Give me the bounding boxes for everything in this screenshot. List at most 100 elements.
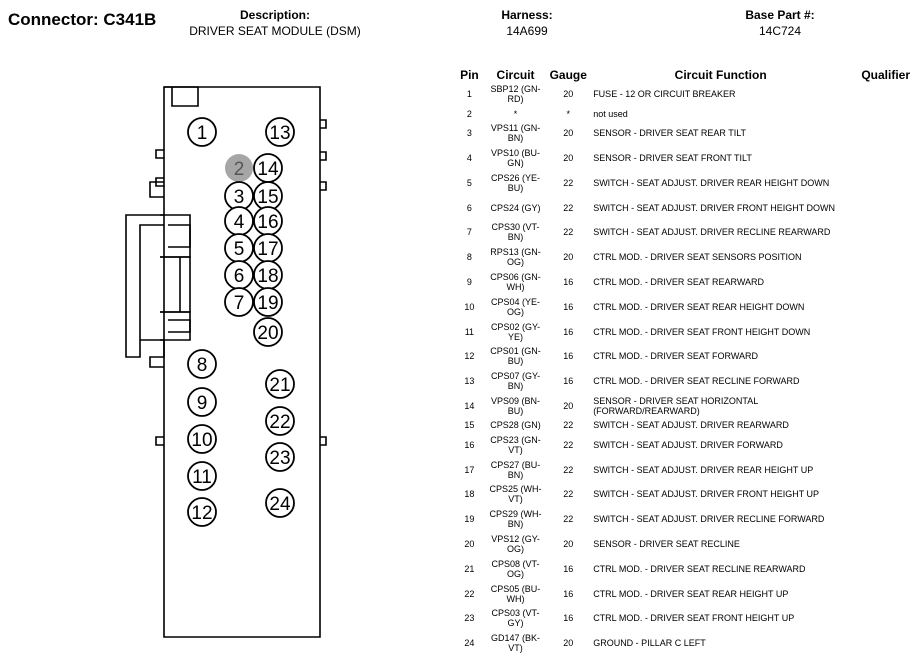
- pin-circle: [225, 154, 253, 182]
- function-cell: CTRL MOD. - DRIVER SEAT RECLINE FORWARD: [593, 376, 800, 387]
- circuit-cell: CPS28 (GN): [490, 420, 541, 431]
- pin-cavity-1: 1: [187, 117, 217, 147]
- circuit-cell: CPS24 (GY): [490, 202, 541, 213]
- gauge-cell: 22: [563, 439, 574, 450]
- description-label: Description:: [239, 8, 310, 22]
- circuit-cell: CPS06 (GN-WH): [490, 271, 541, 292]
- pin-number-label: 3: [234, 187, 245, 208]
- function-cell: CTRL MOD. - DRIVER SEAT FORWARD: [593, 351, 759, 362]
- circuit-cell: CPS02 (GY-YE): [490, 321, 541, 342]
- function-cell: SWITCH - SEAT ADJUST. DRIVER REAR HEIGHT…: [593, 464, 814, 475]
- gauge-cell: 22: [563, 514, 574, 525]
- pin-cavity-7: 7: [224, 287, 254, 317]
- qualifier-cell: [852, 581, 910, 606]
- pin-cell: 4: [466, 152, 472, 163]
- circuit-cell: CPS04 (YE-OG): [491, 296, 541, 317]
- harness-label: Harness:: [501, 8, 553, 22]
- qualifier-cell: [852, 369, 910, 394]
- gauge-cell: 20: [563, 400, 574, 411]
- header-pin: Pin: [460, 68, 479, 82]
- gauge-cell: *: [566, 108, 570, 119]
- pin-number-label: 19: [257, 293, 278, 314]
- pin-number-label: 11: [192, 467, 212, 488]
- qualifier-cell: [852, 294, 910, 319]
- pin-cavity-23: 23: [265, 442, 295, 472]
- pin-cavity-3: 3: [224, 181, 254, 211]
- pin-number-label: 21: [269, 375, 290, 396]
- function-cell: SWITCH - SEAT ADJUST. DRIVER REAR HEIGHT…: [593, 177, 830, 188]
- gauge-cell: 16: [563, 351, 574, 362]
- circuit-cell: SBP12 (GN-RD): [490, 84, 541, 105]
- function-cell: SENSOR - DRIVER SEAT RECLINE: [593, 538, 740, 549]
- pin-number-label: 16: [257, 212, 278, 233]
- pin-number-label: 24: [269, 494, 291, 515]
- pin-cell: 24: [464, 638, 475, 649]
- pin-number-label: 8: [197, 355, 208, 376]
- pin-cell: 10: [464, 301, 475, 312]
- pin-number-label: 15: [257, 187, 278, 208]
- function-cell: SWITCH - SEAT ADJUST. DRIVER FRONT HEIGH…: [593, 489, 820, 500]
- pin-cell: 1: [466, 89, 472, 100]
- header-circuit: Circuit: [496, 68, 535, 82]
- qualifier-cell: [852, 107, 910, 121]
- pin-cell: 23: [464, 613, 475, 624]
- function-cell: CTRL MOD. - DRIVER SEAT REAR HEIGHT DOWN: [593, 301, 805, 312]
- pin-cell: 15: [464, 420, 475, 431]
- qualifier-cell: [852, 146, 910, 171]
- description-value: DRIVER SEAT MODULE (DSM): [189, 24, 361, 38]
- function-cell: CTRL MOD. - DRIVER SEAT FRONT HEIGHT DOW…: [593, 326, 811, 337]
- pin-cavity-9: 9: [187, 387, 217, 417]
- pin-cell: 7: [466, 227, 472, 238]
- pin-cavity-16: 16: [253, 206, 283, 236]
- pin-cavity-12: 12: [187, 497, 217, 527]
- pin-circle: [187, 424, 217, 454]
- gauge-cell: 20: [563, 252, 574, 263]
- function-cell: GROUND - PILLAR C LEFT: [593, 638, 706, 649]
- pin-number-label: 6: [234, 266, 245, 287]
- function-cell: SENSOR - DRIVER SEAT REAR TILT: [593, 128, 747, 139]
- gauge-cell: 22: [563, 489, 574, 500]
- pin-number-label: 22: [269, 412, 290, 433]
- pin-circle: [187, 387, 217, 417]
- pin-cavity-11: 11: [187, 461, 217, 491]
- circuit-cell: CPS30 (VT-BN): [491, 222, 540, 243]
- function-cell: CTRL MOD. - DRIVER SEAT REARWARD: [593, 276, 765, 287]
- gauge-cell: 22: [563, 177, 574, 188]
- pin-number-label: 2: [234, 159, 245, 180]
- qualifier-cell: [852, 507, 910, 532]
- circuit-cell: CPS05 (BU-WH): [490, 583, 541, 604]
- connector-title: Connector: C341B: [8, 10, 157, 29]
- pin-cavity-2: 2: [225, 154, 253, 182]
- circuit-cell: *: [513, 108, 518, 119]
- pin-circle: [187, 497, 217, 527]
- gauge-cell: 16: [563, 326, 574, 337]
- gauge-cell: 16: [563, 276, 574, 287]
- gauge-cell: 16: [563, 301, 574, 312]
- pin-cavity-4: 4: [224, 206, 254, 236]
- pin-cell: 13: [464, 376, 475, 387]
- pin-circle: [265, 369, 295, 399]
- pin-cell: 3: [466, 128, 472, 139]
- gauge-cell: 16: [563, 613, 574, 624]
- gauge-cell: 16: [563, 563, 574, 574]
- pin-cavity-21: 21: [265, 369, 295, 399]
- circuit-cell: CPS08 (VT-OG): [491, 558, 540, 579]
- pin-cell: 16: [464, 439, 475, 450]
- pin-cavity-18: 18: [253, 260, 283, 290]
- pin-cell: 11: [464, 326, 475, 337]
- function-cell: CTRL MOD. - DRIVER SEAT SENSORS POSITION: [593, 252, 802, 263]
- pin-circle: [187, 461, 217, 491]
- qualifier-cell: [852, 270, 910, 295]
